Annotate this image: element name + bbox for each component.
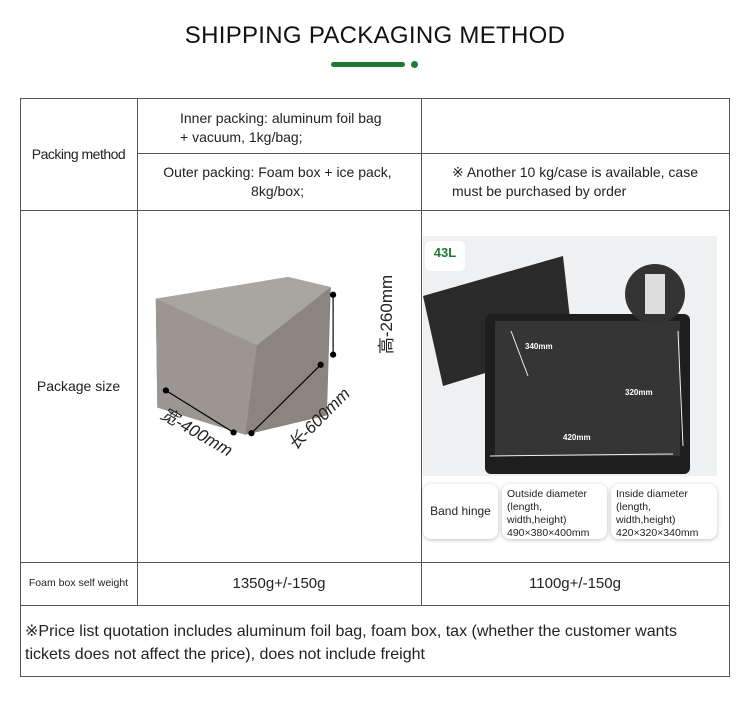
self-weight-label: Foam box self weight — [28, 577, 129, 589]
table-line — [137, 153, 730, 154]
inner-height-dimension: 320mm — [625, 388, 653, 397]
title-underline — [331, 62, 405, 67]
packing-method-label: Packing method — [31, 145, 126, 162]
package-size-label: Package size — [36, 377, 121, 394]
inside-diameter-card: Inside diameter (length, width,height) 4… — [611, 484, 717, 539]
table-line — [137, 98, 138, 605]
capacity-badge: 43L — [425, 241, 465, 271]
outside-value: 490×380×400mm — [507, 527, 590, 539]
inside-title: Inside diameter — [616, 488, 688, 500]
depth-dimension: 340mm — [525, 342, 553, 351]
outside-title: Outside diameter — [507, 488, 587, 500]
table-line — [20, 605, 730, 606]
outside-diameter-card: Outside diameter (length, width,height) … — [502, 484, 607, 539]
table-border — [20, 98, 21, 677]
table-line — [20, 210, 730, 211]
price-note: ※Price list quotation includes aluminum … — [25, 623, 677, 663]
title-dot — [411, 61, 418, 68]
table-border — [20, 676, 730, 677]
availability-note: ※ Another 10 kg/case is available, case … — [452, 164, 698, 199]
hinge-card: Band hinge — [423, 484, 498, 539]
page-title: SHIPPING PACKAGING METHOD — [184, 22, 566, 49]
inner-packing-text: Inner packing: aluminum foil bag + vacuu… — [180, 110, 382, 145]
self-weight-left: 1350g+/-150g — [232, 575, 326, 592]
inner-width-dimension: 420mm — [563, 433, 591, 442]
outside-sub: (length, width,height) — [507, 501, 567, 526]
table-border — [20, 98, 730, 99]
self-weight-right: 1100g+/-150g — [529, 575, 621, 592]
foam-box-image — [155, 276, 337, 437]
inside-value: 420×320×340mm — [616, 527, 699, 539]
table-line — [20, 562, 730, 563]
table-border — [729, 98, 730, 677]
table-line — [421, 98, 422, 605]
height-dimension: 高-260mm — [377, 274, 397, 355]
outer-packing-text: Outer packing: Foam box + ice pack, 8kg/… — [163, 164, 392, 199]
inside-sub: (length, width,height) — [616, 501, 676, 526]
foam-box-photo: 43L 340mm 320mm 420mm — [423, 236, 717, 476]
